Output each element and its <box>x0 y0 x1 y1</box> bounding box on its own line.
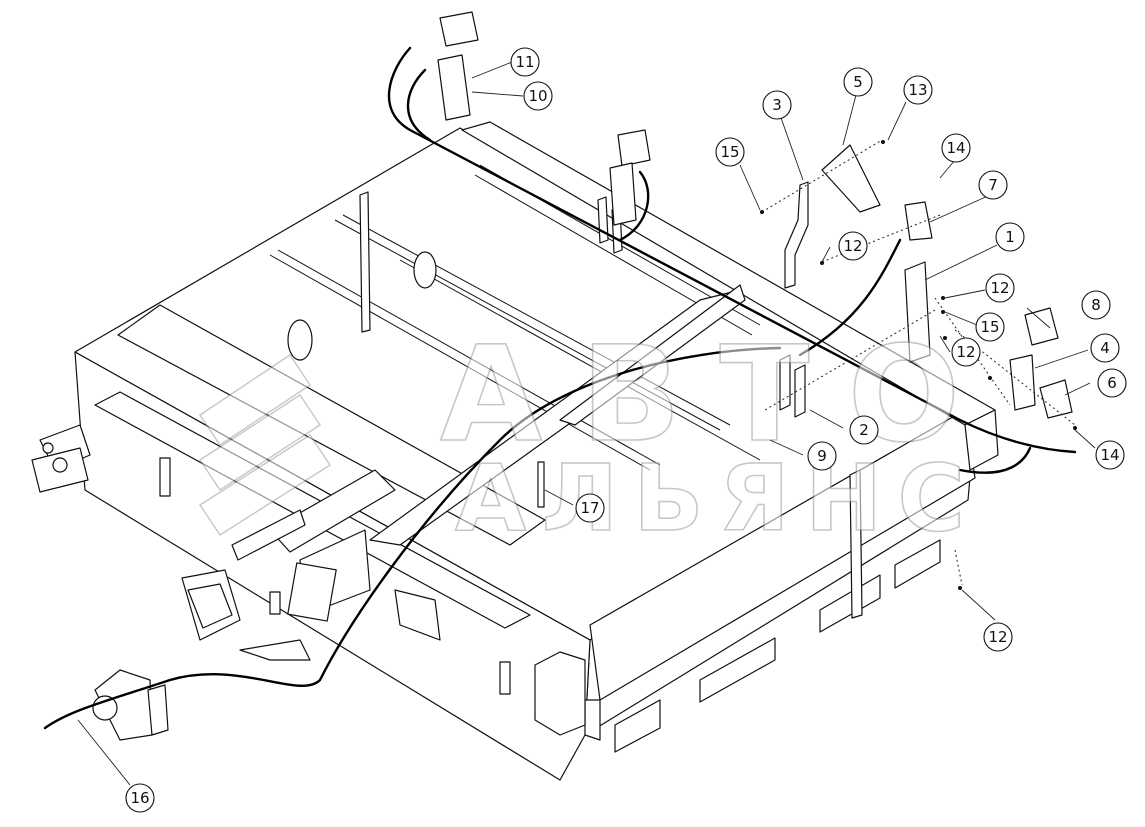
callout-9: 9 <box>807 441 837 471</box>
callout-10: 10 <box>523 81 553 111</box>
callout-7: 7 <box>978 170 1008 200</box>
svg-text:15: 15 <box>980 318 999 336</box>
svg-text:7: 7 <box>988 176 998 194</box>
callout-15a: 15 <box>715 137 745 167</box>
svg-text:17: 17 <box>580 499 599 517</box>
svg-text:5: 5 <box>853 73 863 91</box>
svg-text:6: 6 <box>1107 374 1117 392</box>
svg-text:16: 16 <box>130 789 149 807</box>
callout-12a: 12 <box>838 231 868 261</box>
wiring-harness <box>43 46 1077 730</box>
callout-8: 8 <box>1081 290 1111 320</box>
svg-text:12: 12 <box>990 279 1009 297</box>
callout-16: 16 <box>125 783 155 813</box>
callout-12b: 12 <box>985 273 1015 303</box>
callout-14b: 14 <box>1095 440 1125 470</box>
callout-15b: 15 <box>975 312 1005 342</box>
callout-4: 4 <box>1090 333 1120 363</box>
callout-3: 3 <box>762 90 792 120</box>
svg-text:10: 10 <box>528 87 547 105</box>
callout-13: 13 <box>903 75 933 105</box>
svg-text:4: 4 <box>1100 339 1110 357</box>
callout-11: 11 <box>510 47 540 77</box>
callout-17: 17 <box>575 493 605 523</box>
svg-text:2: 2 <box>859 421 869 439</box>
svg-text:8: 8 <box>1091 296 1101 314</box>
lamp-brackets <box>437 11 1073 508</box>
svg-text:12: 12 <box>988 628 1007 646</box>
callouts: 1 2 3 4 5 6 7 8 9 10 11 12 12 12 12 13 1… <box>125 47 1127 813</box>
callout-6: 6 <box>1097 368 1127 398</box>
svg-text:3: 3 <box>772 96 782 114</box>
svg-text:14: 14 <box>946 139 965 157</box>
svg-text:14: 14 <box>1100 446 1119 464</box>
svg-text:12: 12 <box>843 237 862 255</box>
svg-text:9: 9 <box>817 447 827 465</box>
callout-12c: 12 <box>951 337 981 367</box>
callout-1: 1 <box>995 222 1025 252</box>
drawbar-hitch <box>92 469 396 741</box>
callout-12d: 12 <box>983 622 1013 652</box>
svg-text:11: 11 <box>515 53 534 71</box>
svg-text:13: 13 <box>908 81 927 99</box>
callout-5: 5 <box>843 67 873 97</box>
svg-text:1: 1 <box>1005 228 1015 246</box>
callout-14a: 14 <box>941 133 971 163</box>
svg-text:12: 12 <box>956 343 975 361</box>
svg-text:15: 15 <box>720 143 739 161</box>
callout-2: 2 <box>849 415 879 445</box>
